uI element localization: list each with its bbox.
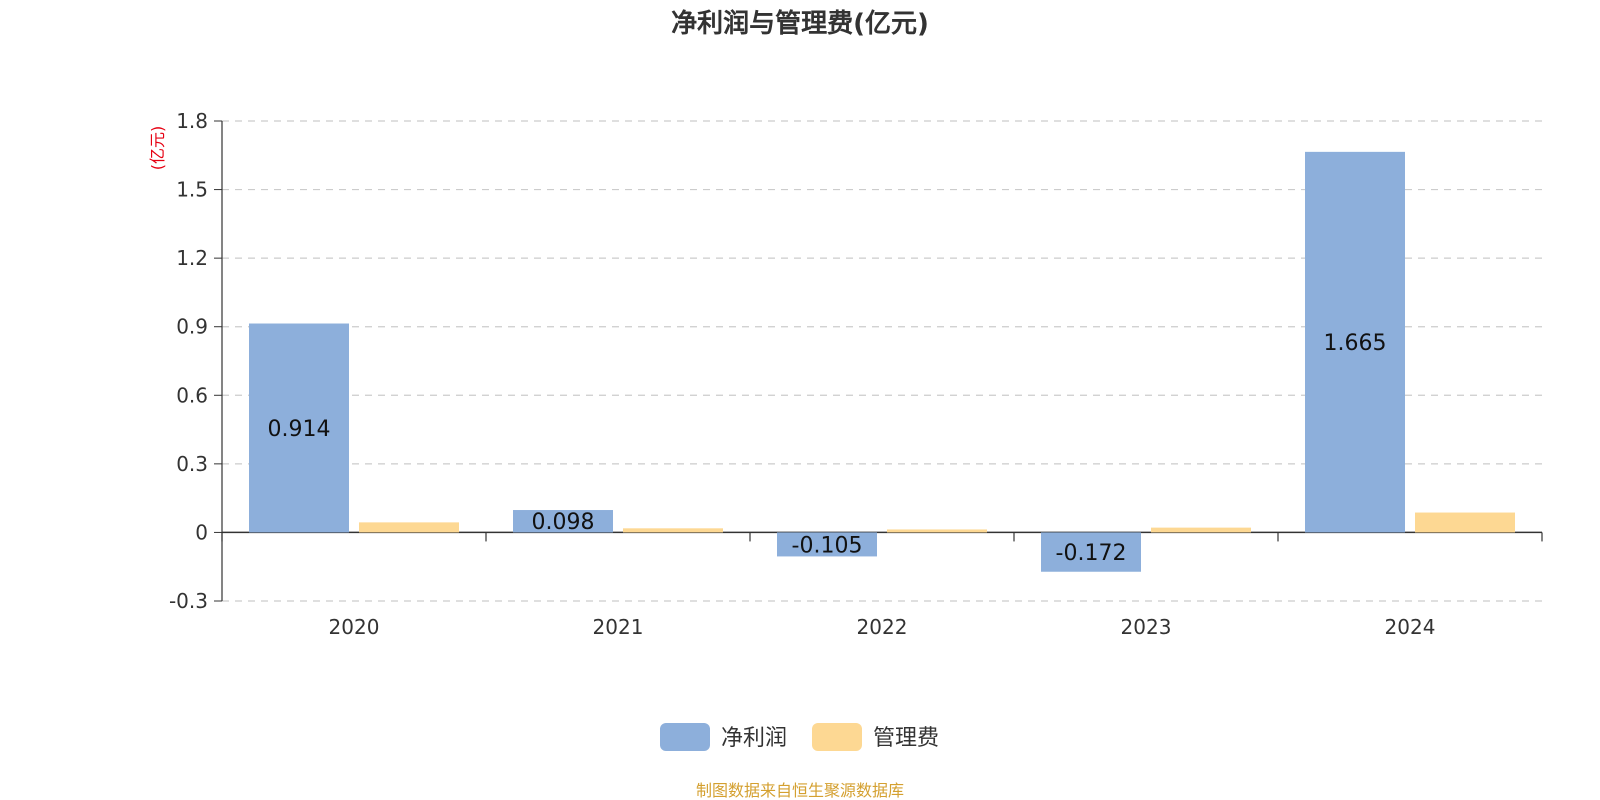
y-tick-label: 0	[195, 520, 208, 544]
bars	[249, 151, 1515, 572]
legend[interactable]: 净利润 管理费	[660, 723, 939, 751]
bar-net-profit	[777, 532, 877, 557]
legend-swatch-admin-fee[interactable]	[812, 723, 862, 751]
bar-admin-fee	[1415, 512, 1515, 533]
bar-net-profit	[249, 323, 349, 533]
legend-label-net-profit[interactable]: 净利润	[721, 726, 787, 751]
y-tick-label: 0.3	[176, 452, 208, 476]
bar-value-label: 1.665	[1324, 331, 1387, 356]
x-tick-label: 2021	[593, 615, 644, 639]
bar-value-label: 0.914	[268, 417, 331, 442]
data-source-note: 制图数据来自恒生聚源数据库	[696, 781, 904, 800]
bar-admin-fee	[1151, 527, 1251, 533]
y-tick-label: 1.5	[176, 178, 208, 202]
data-labels: 0.914 0.098 -0.105 -0.172 1.665	[268, 331, 1387, 566]
bar-admin-fee	[359, 522, 459, 533]
bar-value-label: 0.098	[532, 510, 595, 535]
bar-admin-fee	[623, 528, 723, 533]
bar-net-profit	[1305, 151, 1405, 533]
y-tick-label: -0.3	[169, 589, 208, 613]
legend-swatch-net-profit[interactable]	[660, 723, 710, 751]
x-tick-label: 2020	[329, 615, 380, 639]
x-tick-label: 2024	[1385, 615, 1436, 639]
bar-net-profit	[513, 510, 613, 533]
y-tick-label: 0.6	[176, 383, 208, 407]
chart-title: 净利润与管理费(亿元)	[671, 8, 929, 39]
y-tick-label: 0.9	[176, 315, 208, 339]
y-tick-label: 1.8	[176, 109, 208, 133]
bar-value-label: -0.105	[792, 533, 863, 558]
y-axis-unit-label: (亿元)	[148, 126, 167, 171]
legend-label-admin-fee[interactable]: 管理费	[873, 726, 939, 751]
x-tick-label: 2022	[857, 615, 908, 639]
bar-admin-fee	[887, 529, 987, 533]
bar-net-profit	[1041, 532, 1141, 572]
x-tick-label: 2023	[1121, 615, 1172, 639]
y-tick-label: 1.2	[176, 246, 208, 270]
bar-value-label: -0.172	[1056, 541, 1127, 566]
